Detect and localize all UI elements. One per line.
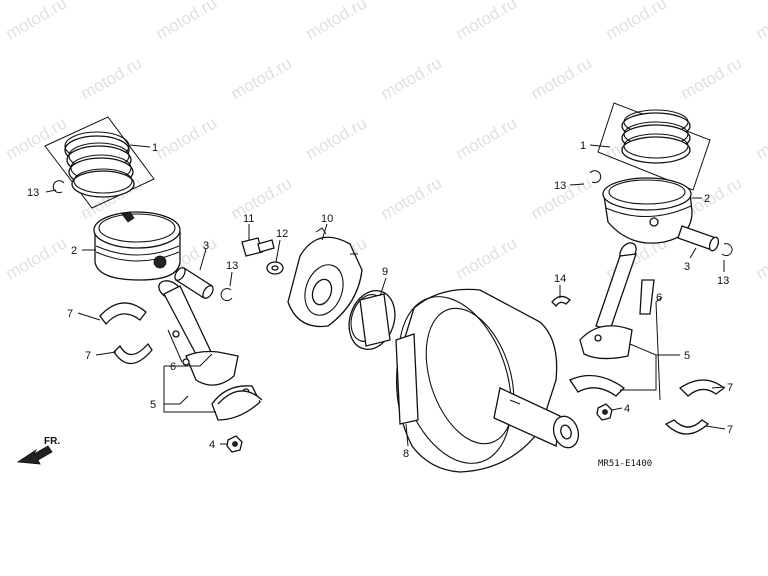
callout-right-part-14: 14 <box>554 273 566 285</box>
callout-right-clip-upper: 13 <box>554 180 566 192</box>
left-pin-clip <box>52 180 233 302</box>
callout-left-rod-nut: 4 <box>209 439 215 451</box>
watermark-text: motod.ru <box>453 0 521 43</box>
left-piston-pin <box>174 267 214 299</box>
washer <box>266 261 284 275</box>
callout-left-piston: 2 <box>71 245 77 257</box>
watermark-text: motod.ru <box>603 0 671 43</box>
callout-left-piston-rings: 1 <box>152 142 158 154</box>
crankshaft <box>395 288 580 473</box>
bolt <box>241 237 275 257</box>
left-piston-rings <box>44 116 155 209</box>
watermark-text: motod.ru <box>153 113 221 163</box>
callout-left-connecting-rod: 5 <box>150 399 156 411</box>
watermark-text: motod.ru <box>3 0 71 43</box>
watermark-text: motod.ru <box>3 113 71 163</box>
watermark-text: motod.ru <box>453 233 521 283</box>
watermark-text: motod.ru <box>453 113 521 163</box>
right-piston-rings <box>597 102 711 191</box>
callout-right-clip-lower: 13 <box>717 275 729 287</box>
callout-left-rod-bolt: 6 <box>170 361 176 373</box>
watermark-text: motod.ru <box>753 233 768 283</box>
callout-right-piston-rings: 1 <box>580 140 586 152</box>
callouts-right: 1 13 2 3 13 14 6 5 4 7 7 <box>554 140 733 436</box>
watermark-text: motod.ru <box>378 53 446 103</box>
left-rod-nut <box>226 435 243 453</box>
watermark-text: motod.ru <box>3 233 71 283</box>
callouts-center: 11 12 10 9 8 <box>243 213 409 460</box>
right-piston-pin <box>677 225 720 252</box>
callout-right-piston: 2 <box>704 193 710 205</box>
callouts-left: 1 13 2 3 13 7 7 6 5 4 <box>27 142 238 451</box>
callout-left-clip-upper: 13 <box>27 187 39 199</box>
callout-washer: 12 <box>276 228 288 240</box>
left-bearings <box>99 302 263 405</box>
right-piston <box>602 177 693 244</box>
direction-label: FR. <box>44 436 60 447</box>
left-piston <box>93 211 181 281</box>
diagram-code: MR51-E1400 <box>598 459 652 469</box>
callout-right-rod-nut: 4 <box>624 403 630 415</box>
right-pin-clip <box>589 170 733 257</box>
callout-gear: 9 <box>382 266 388 278</box>
callout-right-bearing-upper: 7 <box>727 382 733 394</box>
callout-right-piston-pin: 3 <box>684 261 690 273</box>
callout-left-bearing-lower: 7 <box>85 350 91 362</box>
watermark-text: motod.ru <box>753 0 768 43</box>
left-connecting-rod <box>158 280 261 421</box>
callout-bolt: 11 <box>243 213 254 225</box>
callout-left-clip-lower: 13 <box>226 260 238 272</box>
callout-left-piston-pin: 3 <box>203 240 209 252</box>
watermark-text: motod.ru <box>78 53 146 103</box>
watermark-text: motod.ru <box>678 53 746 103</box>
watermark-text: motod.ru <box>378 173 446 223</box>
leader-lines <box>45 144 726 447</box>
watermark-text: motod.ru <box>753 113 768 163</box>
callout-right-connecting-rod: 5 <box>684 350 690 362</box>
right-connecting-rod <box>579 242 655 360</box>
watermark-text: motod.ru <box>228 53 296 103</box>
watermark-text: motod.ru <box>228 173 296 223</box>
watermark-text: motod.ru <box>303 0 371 43</box>
callout-drive-plate: 10 <box>321 213 333 225</box>
right-bearing-and-cap <box>551 295 726 435</box>
watermark-text: motod.ru <box>528 53 596 103</box>
callout-left-bearing-upper: 7 <box>67 308 73 320</box>
callout-right-rod-bolt: 6 <box>656 292 662 304</box>
front-direction-arrow <box>16 445 53 465</box>
watermark-text: motod.ru <box>153 0 221 43</box>
callout-crankshaft: 8 <box>403 448 409 460</box>
crankshaft-gear <box>348 290 396 350</box>
callout-right-bearing-lower: 7 <box>727 424 733 436</box>
watermark-text: motod.ru <box>303 113 371 163</box>
